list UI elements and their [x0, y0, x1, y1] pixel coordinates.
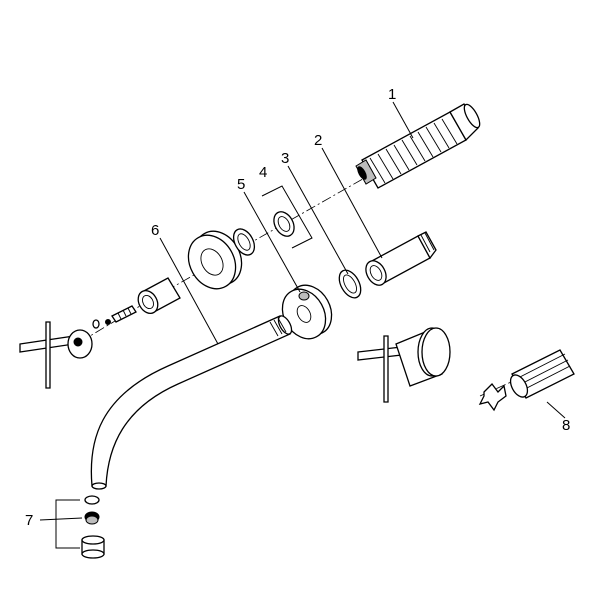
part-5-wall-flange — [281, 284, 333, 340]
part-7-aerator — [39, 495, 105, 559]
assembly-axes — [79, 117, 521, 397]
callout-1: 1 — [388, 86, 396, 103]
callout-2: 2 — [314, 132, 322, 149]
left-rosette — [187, 230, 243, 290]
left-small-nut — [92, 319, 100, 329]
part-1-cartridge — [355, 103, 481, 189]
left-cover-sleeve — [137, 277, 181, 315]
callout-5: 5 — [237, 176, 245, 193]
part-8-spline-adapter — [478, 349, 575, 412]
part-4-washer — [261, 185, 313, 249]
callout-8: 8 — [562, 417, 570, 434]
left-small-ring — [232, 228, 256, 256]
left-screw — [105, 305, 137, 325]
part-2-extension-sleeve — [365, 231, 437, 286]
callout-7: 7 — [25, 512, 33, 529]
callout-3: 3 — [281, 150, 289, 167]
callout-leaders — [159, 101, 566, 419]
callout-6: 6 — [151, 222, 159, 239]
left-cross-handle — [19, 321, 93, 389]
part-3-o-ring — [338, 269, 362, 299]
part-6-spout — [90, 315, 293, 490]
callout-labels: 1 2 3 4 5 6 7 8 — [25, 86, 570, 529]
callout-4: 4 — [259, 164, 267, 181]
right-valve — [357, 327, 451, 403]
